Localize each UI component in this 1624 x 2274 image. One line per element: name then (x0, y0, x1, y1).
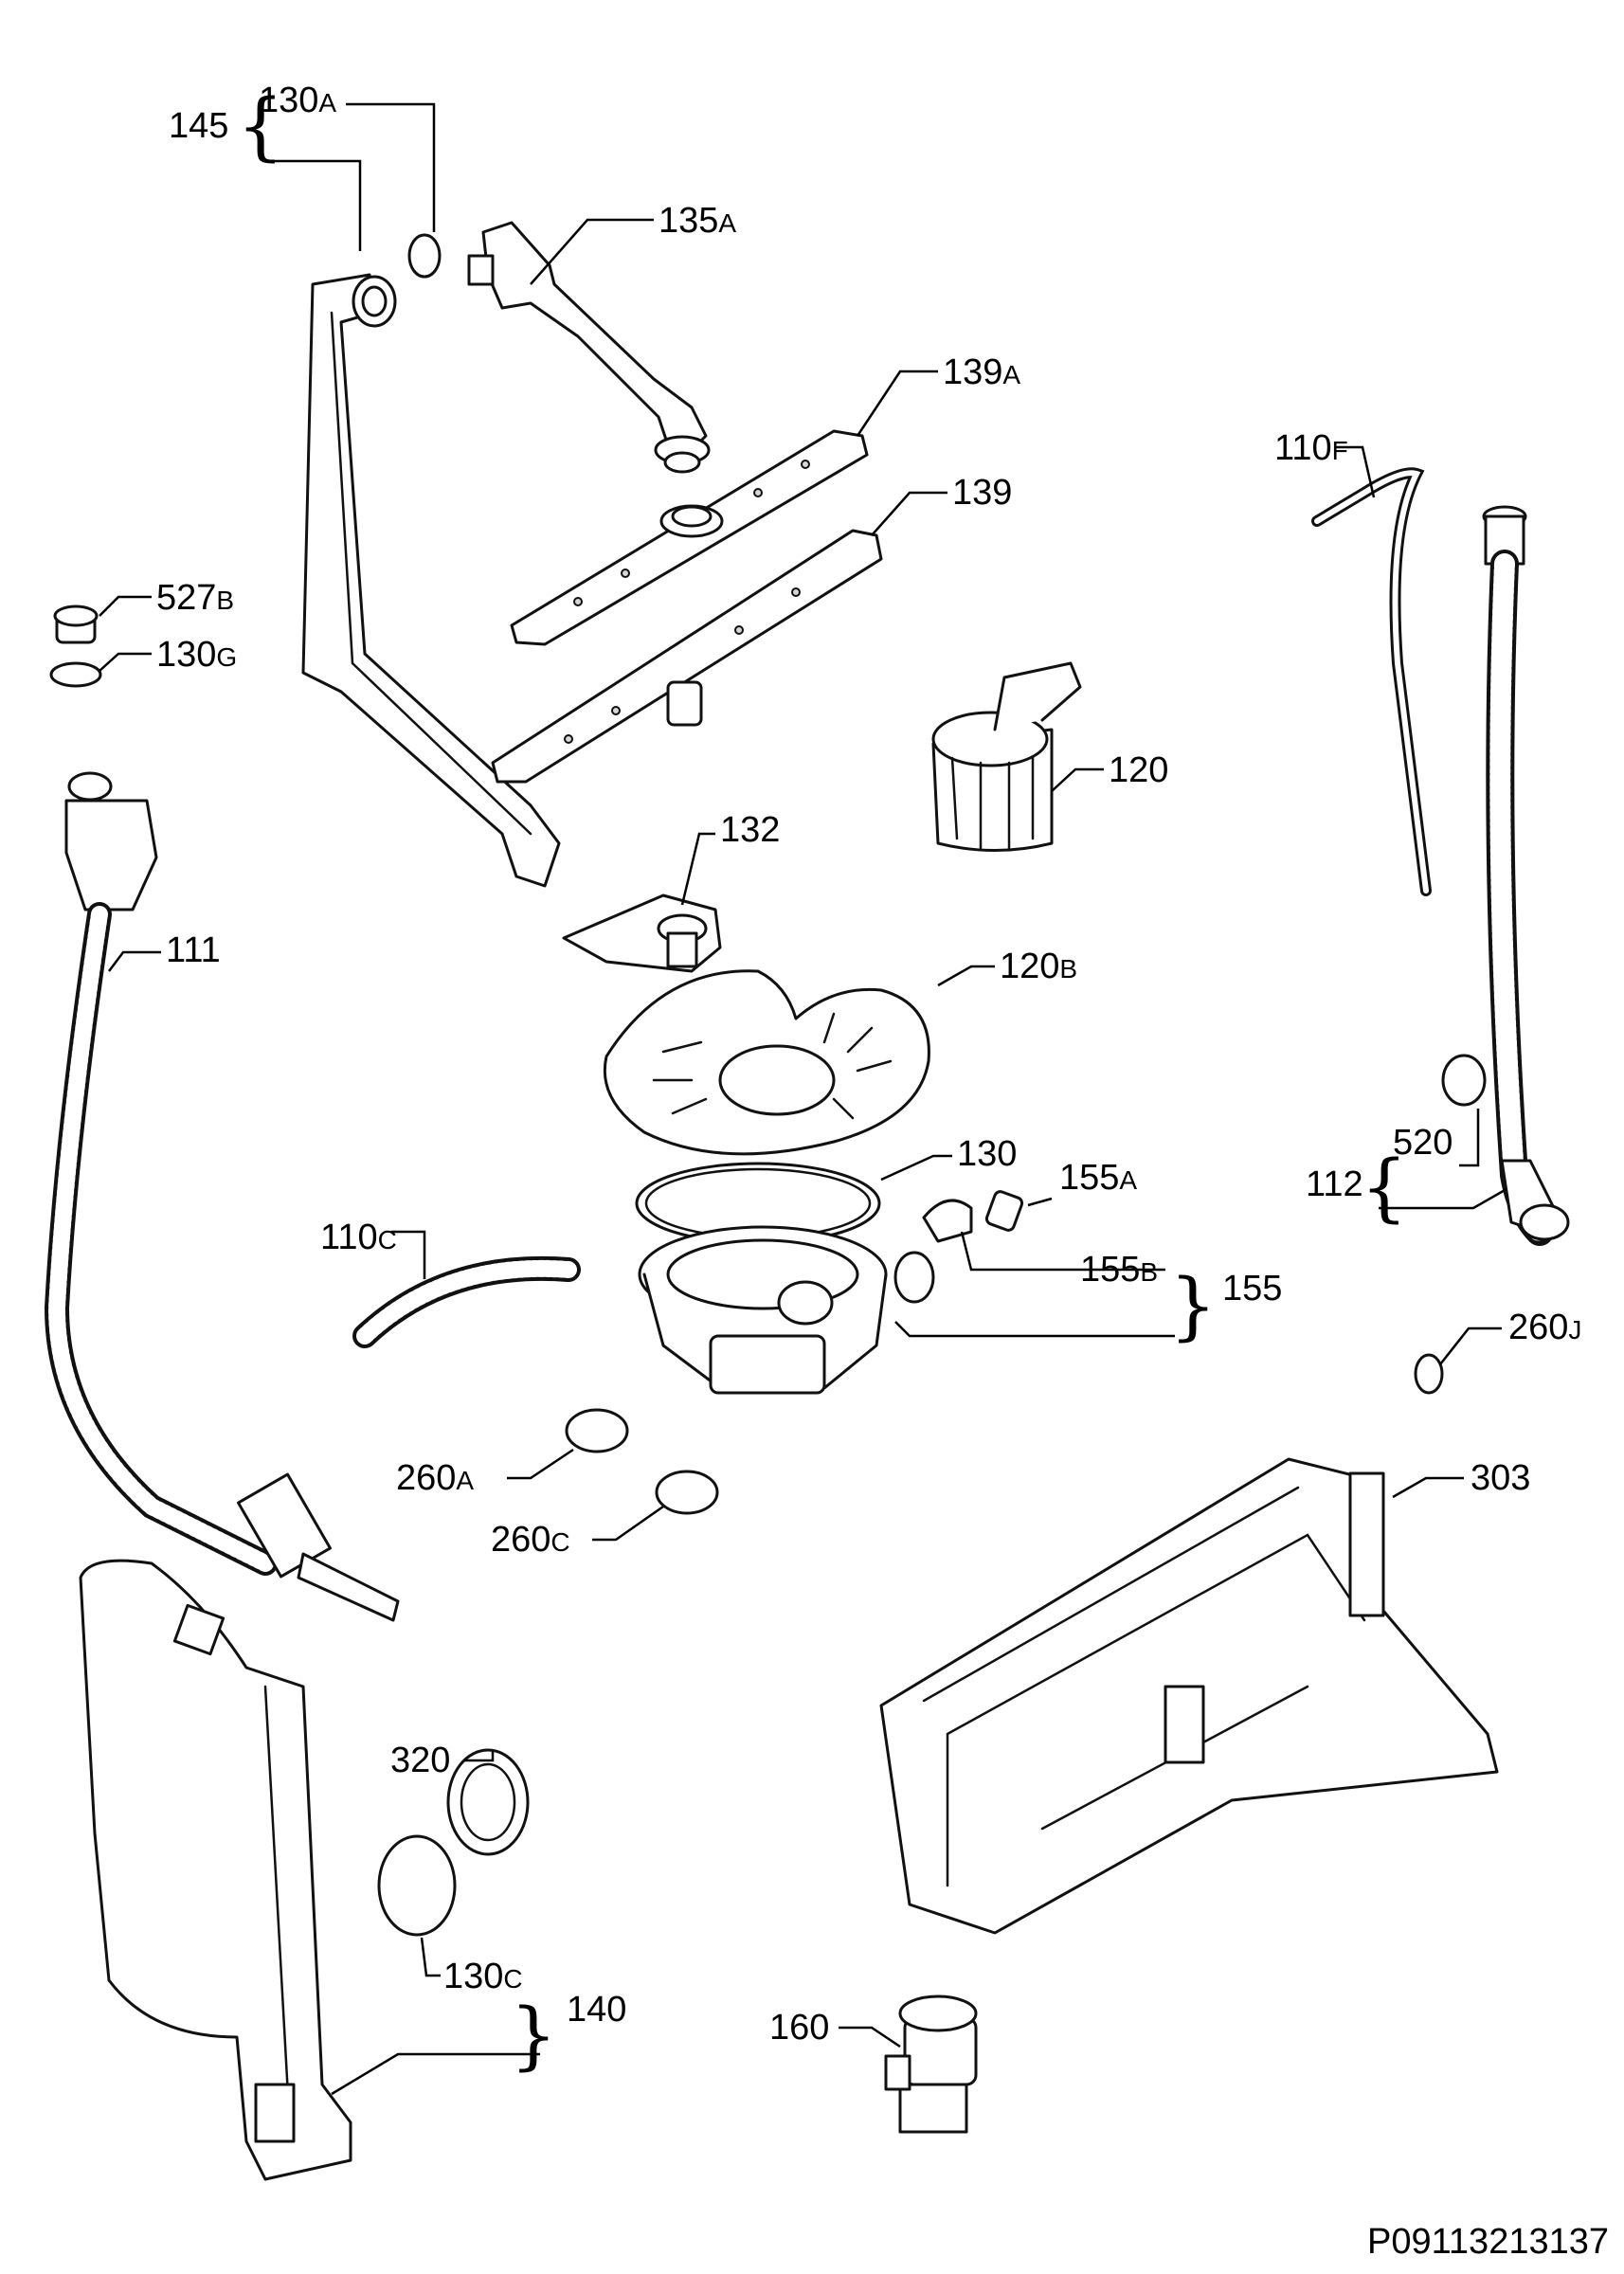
label-260c: 260C (491, 1520, 570, 1560)
label-111: 111 (166, 930, 221, 970)
part-260a-clamp (565, 1408, 629, 1453)
drawing-code: P09113213137 (1367, 2222, 1609, 2262)
brace-155: { (1169, 1264, 1217, 1349)
label-320: 320 (390, 1741, 450, 1780)
label-132: 132 (720, 810, 780, 850)
part-303-base-tray (879, 1457, 1499, 1935)
part-155a-connector (984, 1190, 1024, 1232)
part-130c-ring (377, 1834, 457, 1937)
label-112: 112 (1306, 1164, 1363, 1204)
part-135a-spray-arm-supply (467, 221, 711, 474)
part-520-clip (1441, 1054, 1487, 1107)
part-130g-washer (49, 661, 102, 688)
part-130a-oring (407, 233, 442, 279)
label-130: 130 (957, 1134, 1017, 1174)
part-111-inlet-hose (44, 771, 400, 1622)
brace-145: { (237, 84, 284, 170)
label-520: 520 (1393, 1123, 1453, 1163)
label-139: 139 (952, 473, 1012, 513)
label-155a: 155A (1059, 1158, 1137, 1198)
part-112-drain-hose (1482, 505, 1570, 1246)
part-145-circulation-pipe (301, 273, 561, 888)
part-527b-plug (53, 605, 99, 644)
label-155b: 155B (1080, 1250, 1158, 1290)
part-320-seal-inner (460, 1762, 516, 1842)
label-110f: 110F (1274, 428, 1348, 468)
part-155-sump-assembly (638, 1225, 935, 1395)
label-260j: 260J (1508, 1308, 1581, 1347)
label-120: 120 (1109, 750, 1168, 790)
part-260j-clamp (1414, 1353, 1444, 1395)
part-120-filter (931, 661, 1082, 852)
part-320-seal (446, 1748, 530, 1856)
label-160: 160 (769, 2008, 829, 2048)
label-527b: 527B (156, 578, 234, 618)
label-130c: 130C (443, 1957, 523, 1996)
label-120b: 120B (1000, 947, 1077, 986)
label-140: 140 (567, 1990, 626, 2030)
part-132-bracket (562, 893, 722, 973)
label-135a: 135A (659, 201, 736, 241)
part-139a-upper-spray-arm (510, 429, 869, 646)
label-260a: 260A (396, 1458, 474, 1498)
part-110c-drain-hose (352, 1255, 581, 1348)
part-110f-hose (1311, 467, 1432, 896)
label-303: 303 (1471, 1458, 1530, 1498)
brace-112: { (1361, 1146, 1408, 1231)
label-130a: 130A (259, 81, 336, 120)
part-155b-flap (922, 1199, 973, 1243)
part-120b-filter-plate (603, 969, 930, 1156)
part-260c-clamp (655, 1470, 719, 1515)
brace-140: { (510, 1994, 557, 2079)
part-160-drain-pump (884, 1994, 978, 2134)
label-110c: 110C (320, 1218, 397, 1257)
leader-lines (99, 102, 1507, 2096)
part-140-tank (79, 1559, 352, 2181)
label-139a: 139A (943, 352, 1020, 392)
label-155: 155 (1222, 1269, 1282, 1308)
label-130g: 130G (156, 635, 237, 675)
part-139-lower-spray-arm (491, 529, 883, 784)
label-145: 145 (169, 106, 228, 146)
